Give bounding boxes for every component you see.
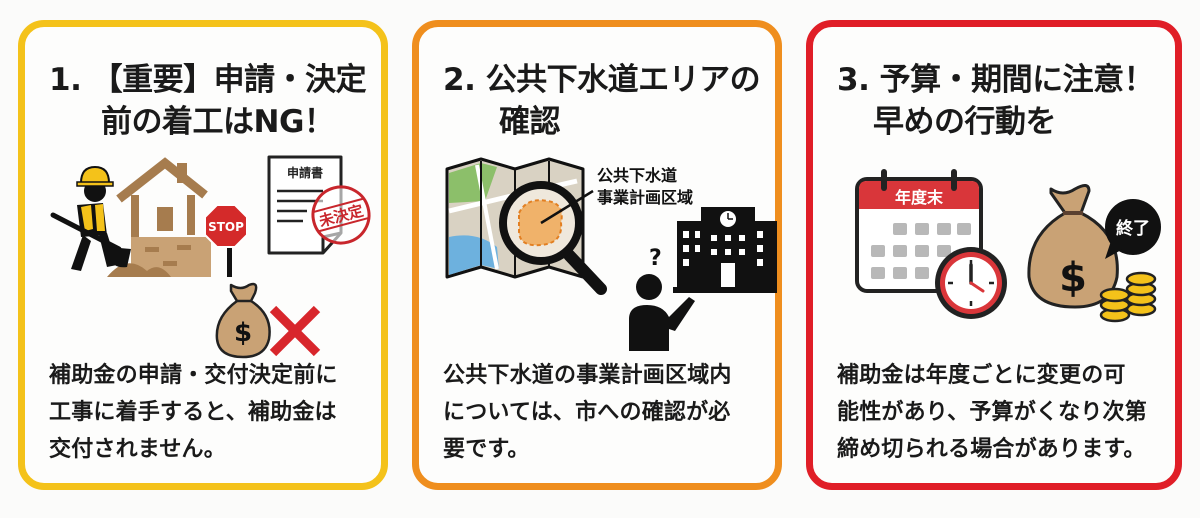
svg-text:公共下水道: 公共下水道 (597, 166, 677, 185)
card-body-line: 締め切られる場合があります。 (837, 437, 1146, 462)
card-body-line: 工事に着手すると、補助金は (49, 400, 337, 425)
card-body-line: 公共下水道の事業計画区域内 (443, 363, 732, 388)
card-body-line: 要です。 (443, 437, 530, 462)
svg-text:終了: 終了 (1116, 218, 1150, 239)
house-icon (107, 157, 211, 277)
card-number: 1. (49, 62, 82, 98)
svg-text:$: $ (234, 318, 252, 348)
card-body: 公共下水道の事業計画区域内 については、市への確認が必 要です。 (443, 357, 761, 468)
card-body-line: 補助金の申請・交付決定前に (49, 363, 338, 388)
svg-text:申請書: 申請書 (287, 165, 323, 180)
magnifying-glass-icon (499, 181, 607, 295)
card-body: 補助金は年度ごとに変更の可 能性があり、予算がくなり次第 締め切られる場合があり… (837, 357, 1161, 468)
card-body: 補助金の申請・交付決定前に 工事に着手すると、補助金は 交付されません。 (49, 357, 367, 468)
card-body-line: 能性があり、予算がくなり次第 (837, 400, 1147, 425)
construction-worker-icon: STOP (50, 157, 247, 277)
calendar-icon: 年度末 $ (855, 169, 1161, 323)
card-title-line1: 公共下水道エリアの (485, 62, 761, 98)
info-card-2: 2. 公共下水道エリアの 確認 公共下水道 事業計画区域 (412, 20, 782, 490)
card-title-line2: 確認 (499, 104, 561, 140)
card-title-line2: 早めの行動を (873, 104, 1057, 140)
person-pointing-icon (629, 274, 695, 351)
application-document-icon: 申請書 未決定 (267, 155, 371, 255)
stamp-icon: 未決定 (311, 185, 371, 245)
svg-text:年度末: 年度末 (895, 188, 944, 207)
city-hall-building-icon (673, 207, 777, 293)
info-card-1: 1. 【重要】申請・決定 前の着工はNG！ (18, 20, 388, 490)
card-number: 2. (443, 62, 476, 98)
svg-text:未決定: 未決定 (316, 201, 365, 230)
money-bag-icon: $ (1027, 184, 1119, 309)
speech-bubble-icon: 終了 (1105, 199, 1161, 259)
folded-map-icon: 公共下水道 事業計画区域 ? (445, 157, 777, 351)
stop-sign-icon: STOP (204, 204, 247, 277)
clock-icon (935, 247, 1007, 319)
card-title-line2: 前の着工はNG！ (101, 104, 335, 140)
svg-text:事業計画区域: 事業計画区域 (597, 188, 693, 207)
card-body-line: 交付されません。 (49, 437, 226, 462)
info-card-3: 3. 予算・期間に注意！ 早めの行動を 年度末 (806, 20, 1182, 490)
coin-stack-icon (1099, 271, 1157, 323)
card-body-line: 補助金は年度ごとに変更の可 (837, 363, 1126, 388)
card-title-line1: 【重要】申請・決定 (91, 62, 367, 98)
money-bag-icon: $ (215, 282, 321, 359)
card-title: 1. 【重要】申請・決定 前の着工はNG！ (49, 59, 367, 143)
svg-text:$: $ (1059, 255, 1087, 301)
card-body-line: については、市への確認が必 (443, 400, 731, 425)
card-number: 3. (837, 62, 870, 98)
svg-text:STOP: STOP (208, 220, 244, 234)
card-title-line1: 予算・期間に注意！ (879, 62, 1155, 98)
red-x-icon (269, 305, 321, 357)
question-mark-icon: ? (649, 246, 662, 271)
card-title: 3. 予算・期間に注意！ 早めの行動を (837, 59, 1161, 143)
card-title: 2. 公共下水道エリアの 確認 (443, 59, 761, 143)
